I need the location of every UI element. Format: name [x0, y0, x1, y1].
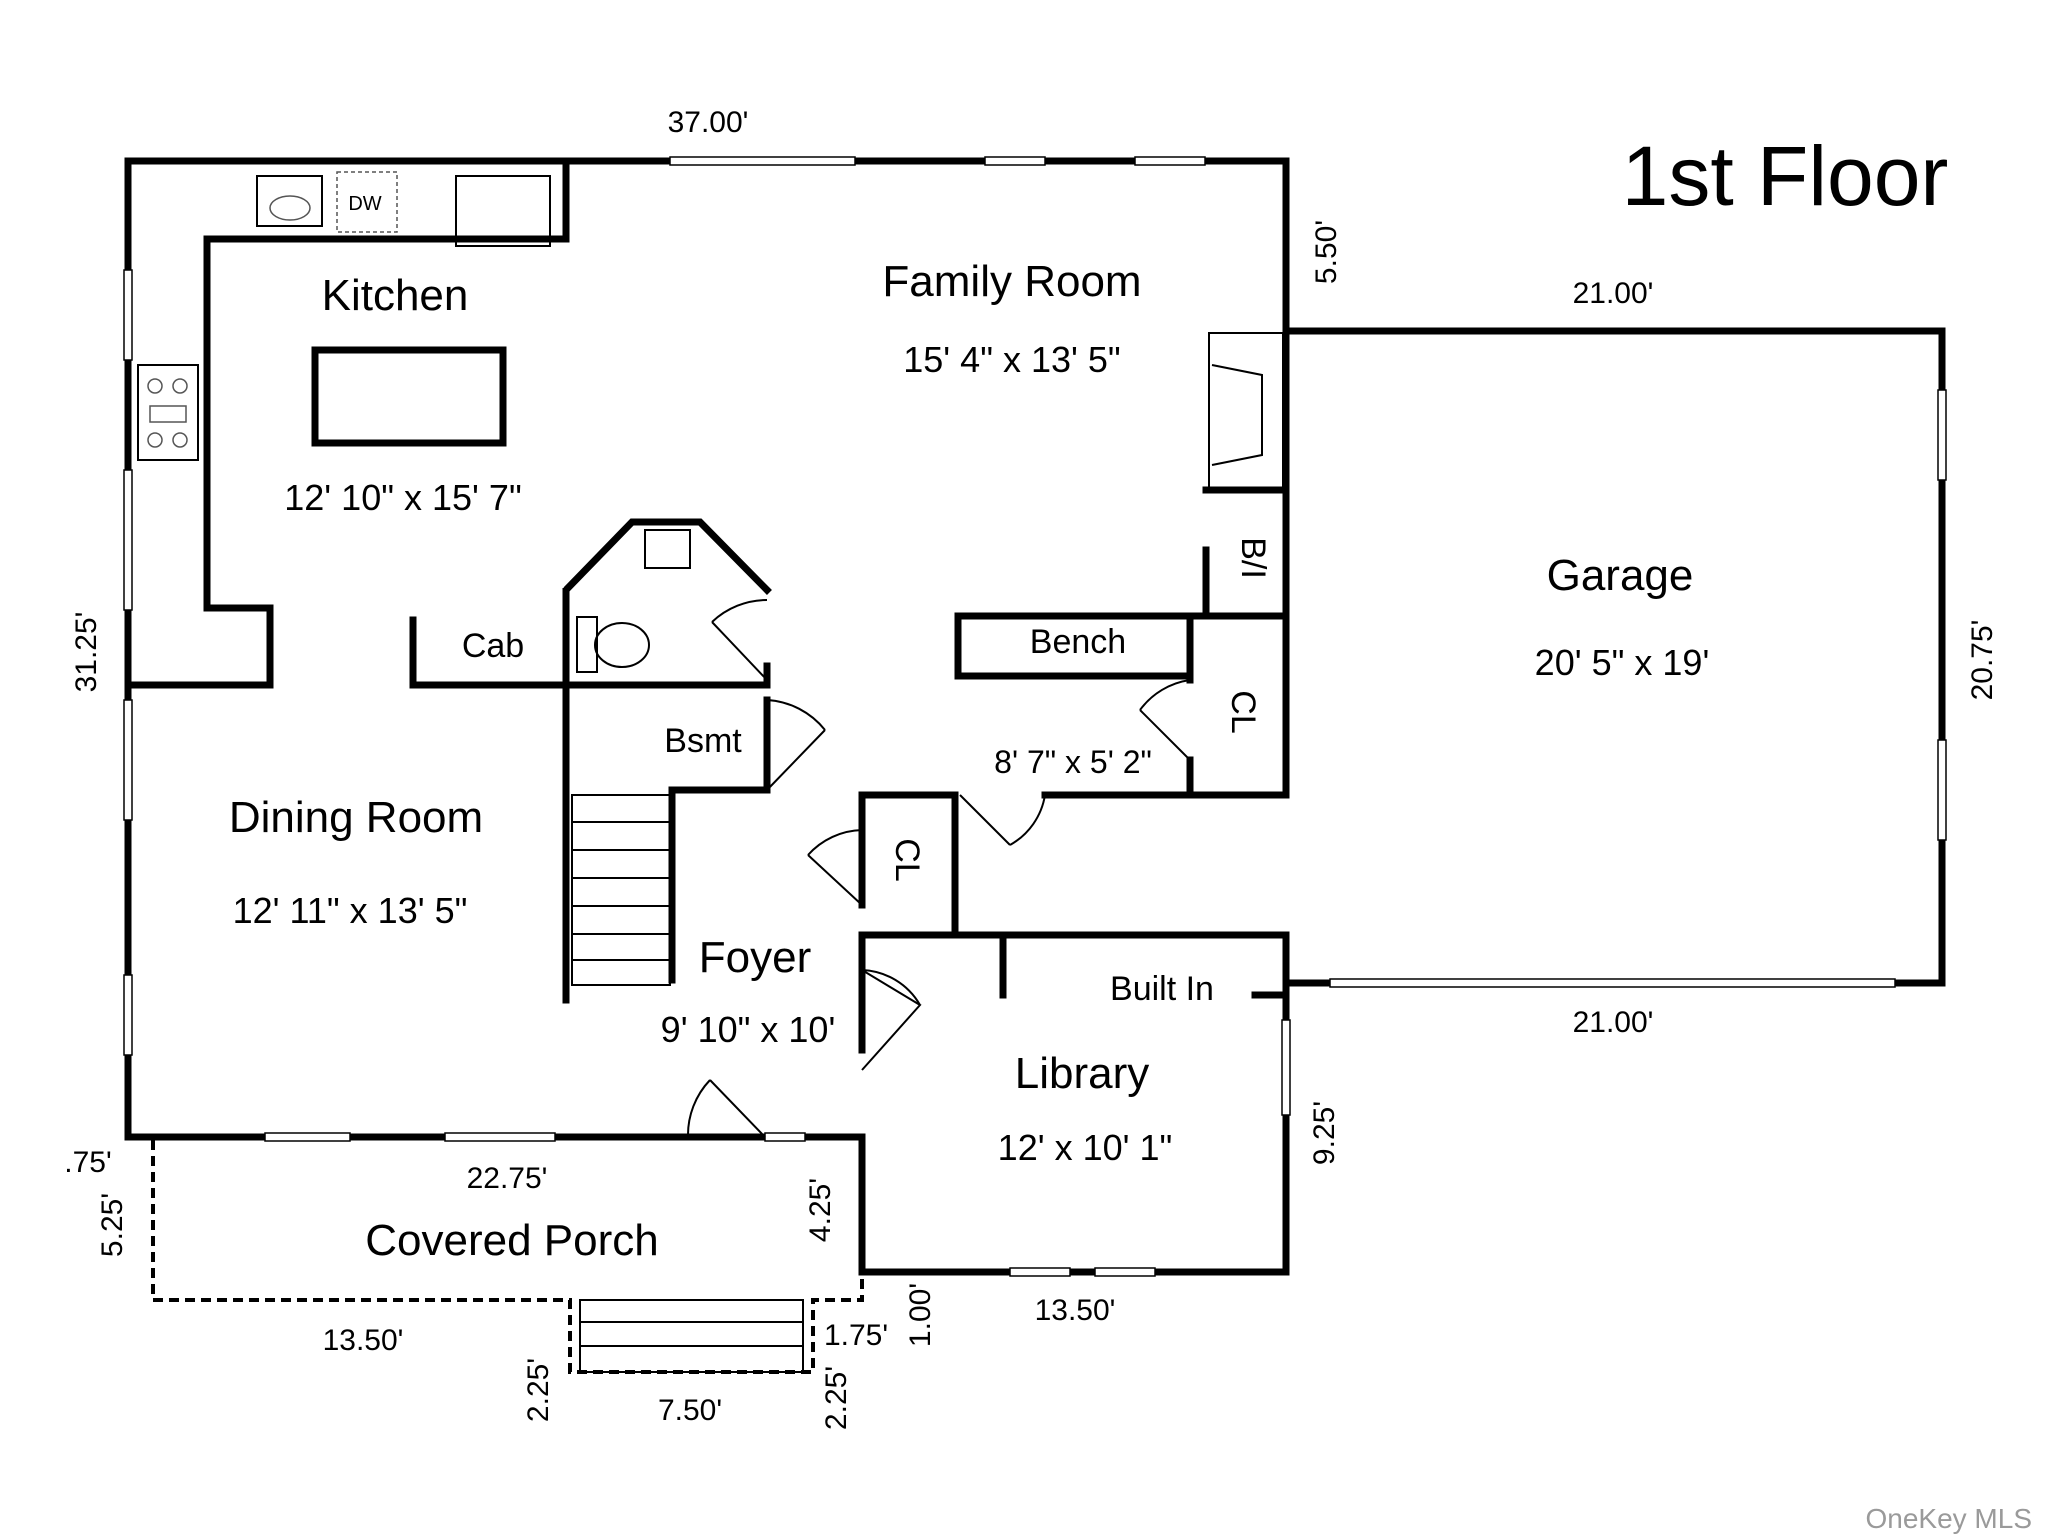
dining-room-size: 12' 11" x 13' 5" [233, 890, 468, 931]
dim-stairs-right: 2.25' [820, 1366, 853, 1430]
dim-front-wall: 22.75' [467, 1162, 548, 1195]
powder-sink-icon [644, 529, 691, 569]
dim-stairs-right-top: 1.75' [824, 1319, 888, 1352]
library-label: Library [1015, 1049, 1150, 1098]
fireplace-icon [1208, 332, 1284, 491]
range-icon [137, 364, 199, 461]
kitchen-label: Kitchen [322, 271, 469, 320]
dishwasher-label: DW [348, 193, 381, 215]
bsmt-label: Bsmt [664, 722, 742, 760]
covered-porch-label: Covered Porch [365, 1216, 658, 1265]
built-in-label: Built In [1110, 970, 1214, 1008]
refrigerator-icon [455, 175, 551, 247]
windows [123, 156, 1947, 1277]
toilet-icon [576, 616, 598, 673]
porch-steps-icon [579, 1299, 804, 1373]
page-title: 1st Floor [1622, 129, 1949, 223]
dim-porch-bottom: 13.50' [323, 1324, 404, 1357]
closet-label-foyer: CL [888, 838, 926, 881]
dim-garage-bottom: 21.00' [1573, 1006, 1654, 1039]
dimension-labels: 37.00' 5.50' 21.00' 21.00' 20.75' 31.25'… [64, 106, 1999, 1430]
dim-garage-top: 21.00' [1573, 277, 1654, 310]
dim-garage-right: 20.75' [1966, 620, 1999, 701]
kitchen-size: 12' 10" x 15' 7" [284, 477, 521, 518]
dim-library-bottom: 13.50' [1035, 1294, 1116, 1327]
kitchen-island [311, 346, 507, 447]
dim-porch-right: 4.25' [804, 1178, 837, 1242]
foyer-size: 9' 10" x 10' [661, 1009, 836, 1050]
dim-left-side: 31.25' [70, 612, 103, 693]
library-size: 12' x 10' 1" [998, 1127, 1173, 1168]
dim-porch-left: 5.25' [96, 1193, 129, 1257]
garage-size: 20' 5" x 19' [1535, 642, 1710, 683]
family-room-size: 15' 4" x 13' 5" [903, 339, 1120, 380]
dim-library-step: 1.00' [904, 1283, 937, 1347]
dim-top-width: 37.00' [668, 106, 749, 139]
covered-porch-outline [151, 1140, 864, 1374]
dishwasher-icon [336, 171, 398, 233]
dim-library-right: 9.25' [1308, 1101, 1341, 1165]
built-in-bi-label: B/I [1234, 537, 1272, 579]
doors [686, 599, 1191, 1138]
dim-right-step: 5.50' [1310, 220, 1343, 284]
fixtures [137, 171, 1284, 1373]
exterior-walls [124, 157, 1946, 1276]
dining-room-label: Dining Room [229, 793, 483, 842]
sink-icon [256, 175, 323, 227]
bench-label: Bench [1030, 623, 1126, 661]
dim-stairs-bottom: 7.50' [658, 1394, 722, 1427]
cab-label: Cab [462, 627, 524, 665]
mudroom-size: 8' 7" x 5' 2" [994, 744, 1152, 780]
dim-stairs-left: 2.25' [522, 1358, 555, 1422]
dim-porch-left-small: .75' [64, 1146, 111, 1179]
closet-label-mudroom: CL [1224, 690, 1262, 733]
family-room-label: Family Room [882, 257, 1141, 306]
stairs-icon [571, 794, 671, 986]
garage-label: Garage [1547, 551, 1694, 600]
watermark: OneKey MLS [1865, 1503, 2032, 1534]
foyer-label: Foyer [699, 933, 811, 982]
